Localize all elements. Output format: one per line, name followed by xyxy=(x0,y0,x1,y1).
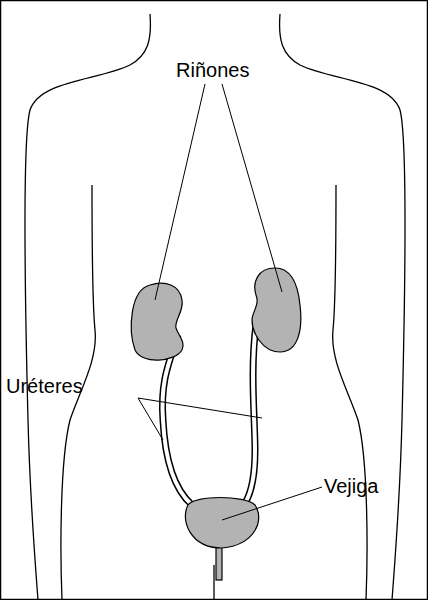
body-outline xyxy=(25,14,405,600)
bladder-shape xyxy=(185,498,258,549)
ureter-outline xyxy=(245,325,256,503)
body-outline-left xyxy=(25,14,151,600)
urethra-shape xyxy=(216,544,222,580)
leader-line xyxy=(155,84,205,300)
organs xyxy=(131,268,300,580)
kidney-shape xyxy=(252,268,301,352)
organ-label: Riñones xyxy=(176,58,249,82)
leg-divide xyxy=(213,565,214,600)
ureter-outline xyxy=(162,335,192,505)
leader-line xyxy=(138,398,163,440)
leader-line xyxy=(222,84,282,292)
leader-line xyxy=(222,487,322,520)
ureter-fill xyxy=(245,325,256,503)
kidney-shape xyxy=(131,283,183,360)
organ-label: Vejiga xyxy=(324,474,379,498)
leader-lines xyxy=(138,84,322,520)
organ-label: Uréteres xyxy=(6,374,83,398)
torso-right xyxy=(333,185,367,600)
leader-line xyxy=(138,398,262,418)
ureter-fill xyxy=(162,335,192,505)
